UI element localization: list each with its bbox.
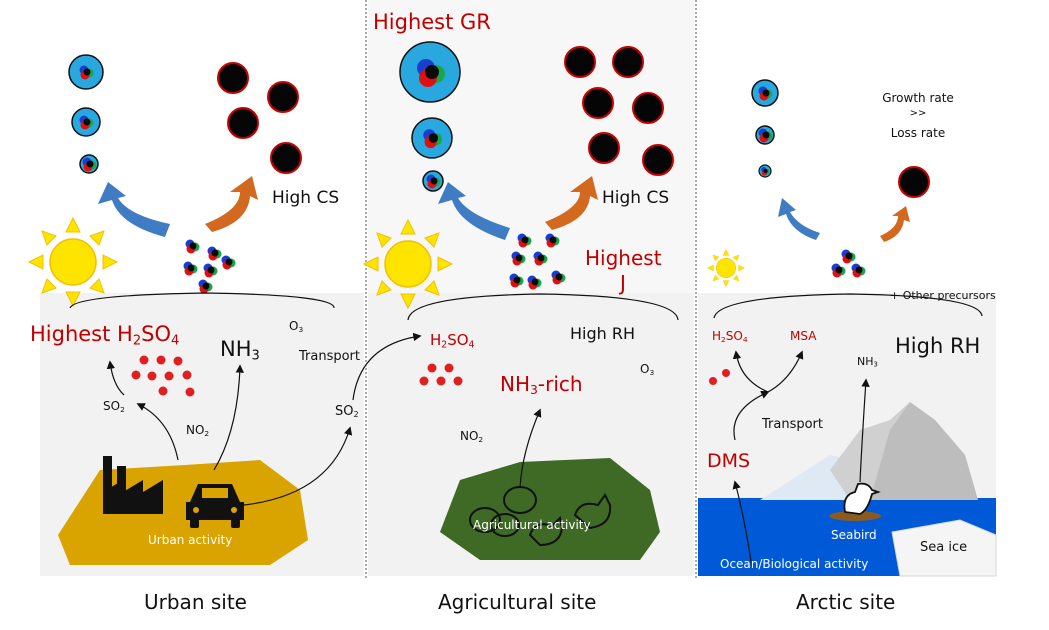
transport-label-arctic: Transport <box>762 417 824 432</box>
so2-transport: SO2 <box>335 404 359 419</box>
sink-arrow-arctic <box>880 206 910 242</box>
sun-icon <box>363 219 453 309</box>
nh3-rich-label: NH3-rich <box>500 372 583 398</box>
soot-particle-arctic <box>898 166 930 198</box>
h2so4-dots-arctic <box>709 369 730 385</box>
highest-h2so4-label: Highest H2SO4 <box>30 322 180 349</box>
urban-site-label: Urban site <box>144 590 247 614</box>
emission-arrows-urban <box>106 332 422 506</box>
nh3-urban: NH3 <box>220 337 260 364</box>
dms-label: DMS <box>707 450 751 472</box>
highest-j-line2: J <box>620 271 626 295</box>
soot-particles-urban <box>217 62 302 174</box>
h2so4-dots-urban <box>131 355 195 397</box>
no2-urban: NO2 <box>186 423 210 438</box>
factory-icon <box>103 456 163 514</box>
growth-arrow-agricultural <box>438 182 510 240</box>
iceberg-icon <box>760 402 997 577</box>
grown-particles-arctic <box>751 79 779 178</box>
grown-particles-urban <box>68 54 104 174</box>
sink-arrow-agricultural <box>545 176 598 230</box>
high-cs-agricultural: High CS <box>602 188 670 208</box>
sea-ice-floe <box>891 519 997 577</box>
msa-label: MSA <box>790 329 817 343</box>
high-cs-urban: High CS <box>272 188 340 208</box>
growth-rate-line3: Loss rate <box>890 126 946 140</box>
emission-arrows-arctic <box>732 350 870 569</box>
o3-urban: O3 <box>289 319 304 334</box>
brace-agricultural <box>407 293 679 321</box>
agricultural-site-label: Agricultural site <box>438 590 597 614</box>
growth-arrow-urban <box>98 182 170 237</box>
so2-urban: SO2 <box>103 399 125 414</box>
growth-rate-line2: >> <box>909 108 927 119</box>
agricultural-land <box>440 458 660 560</box>
seabird-label: Seabird <box>831 528 877 542</box>
sun-icon <box>28 217 118 307</box>
soot-particles-agricultural <box>564 46 674 176</box>
nh3-arctic: NH3 <box>857 355 878 369</box>
other-precursors-label: + Other precursors <box>890 289 996 302</box>
grown-particles-agricultural <box>399 41 461 192</box>
car-icon <box>186 484 244 528</box>
arctic-site-label: Arctic site <box>796 590 896 614</box>
brace-urban <box>69 292 335 309</box>
emission-arrows-agricultural <box>519 408 542 489</box>
h2so4-arctic: H2SO4 <box>712 329 748 344</box>
agricultural-activity-label: Agricultural activity <box>473 518 591 532</box>
high-rh-arctic: High RH <box>895 334 981 358</box>
brace-arctic <box>713 293 983 319</box>
seabird-icon <box>829 482 881 521</box>
growth-rate-line1: Growth rate <box>882 91 954 105</box>
sink-arrow-urban <box>205 176 258 232</box>
growth-arrow-arctic <box>778 198 820 240</box>
sea-ice-label: Sea ice <box>920 540 968 555</box>
h2so4-dots-agricultural <box>419 363 463 386</box>
h2so4-agricultural: H2SO4 <box>430 331 475 351</box>
urban-activity-label: Urban activity <box>148 533 233 547</box>
high-rh-agricultural: High RH <box>570 324 636 343</box>
chicken-icon <box>528 493 612 547</box>
clusters-arctic <box>831 249 866 278</box>
highest-gr-label: Highest GR <box>373 10 491 34</box>
ocean-activity-label: Ocean/Biological activity <box>720 557 869 571</box>
sun-icon <box>707 249 745 287</box>
highest-j-line1: Highest <box>585 246 662 270</box>
no2-agricultural: NO2 <box>460 429 484 444</box>
clusters-urban <box>183 239 236 294</box>
transport-label-urban: Transport <box>299 349 361 364</box>
o3-agricultural: O3 <box>640 362 655 377</box>
